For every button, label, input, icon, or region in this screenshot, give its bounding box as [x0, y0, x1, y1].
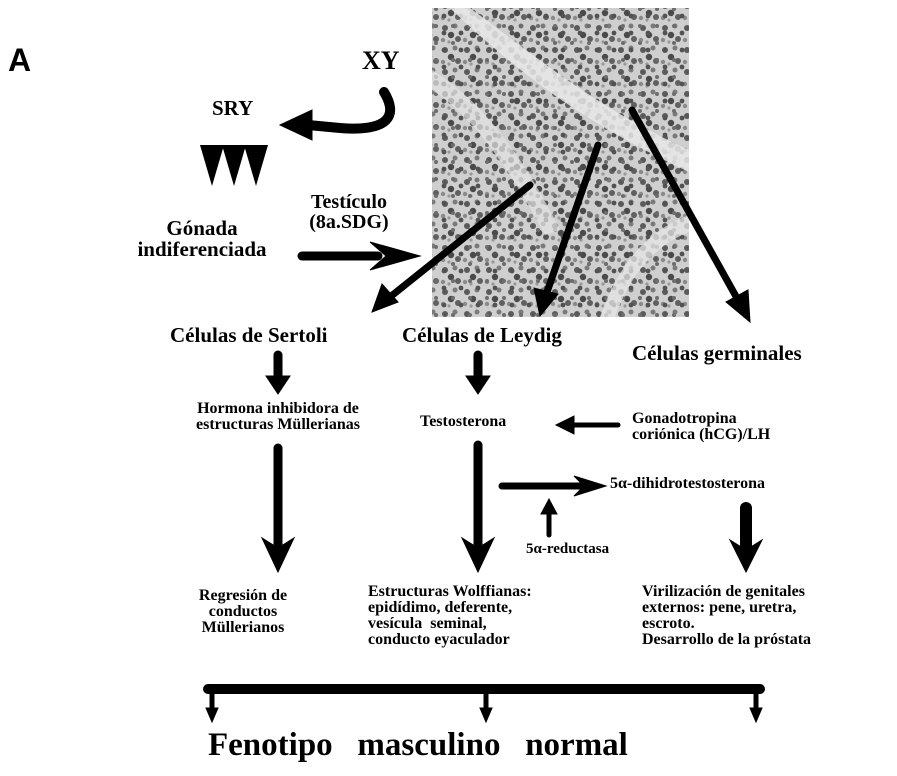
- gonada-label: Gónada indiferenciada: [112, 218, 292, 260]
- testis-histology-image: [432, 8, 689, 317]
- wolffianas-label: Estructuras Wolffianas: epidídimo, defer…: [368, 584, 532, 648]
- testosterona-label: Testosterona: [420, 414, 506, 430]
- hormona-label: Hormona inhibidora de estructuras Müller…: [152, 401, 404, 433]
- sertoli-label: Células de Sertoli: [170, 325, 328, 346]
- reductasa-arrowhead: [541, 499, 557, 514]
- germinales-label: Células germinales: [632, 343, 802, 364]
- sertoli-down-arrowhead: [266, 376, 290, 394]
- leydig-label: Células de Leydig: [402, 325, 562, 346]
- sertoli-arrowhead: [372, 284, 398, 312]
- virilizacion-label: Virilización de genitales externos: pene…: [642, 584, 811, 648]
- sry-triangles-icon: [200, 145, 268, 186]
- reductasa-label: 5α-reductasa: [526, 542, 609, 557]
- gonadotropina-arrowhead: [556, 416, 574, 434]
- leydig-down-arrowhead: [466, 376, 490, 394]
- bracket-left-arrowhead: [206, 708, 218, 722]
- xy-label: XY: [362, 48, 400, 74]
- sry-label: SRY: [212, 98, 253, 119]
- sry-arrowhead: [280, 110, 312, 140]
- bracket-middle-arrowhead: [480, 708, 492, 722]
- panel-label: A: [8, 44, 31, 76]
- regresion-label: Regresión de conductos Müllerianos: [176, 588, 310, 636]
- testiculo-label: Testículo (8a.SDG): [288, 192, 410, 232]
- xy-to-sry-arrow: [308, 92, 390, 129]
- gonadotropina-label: Gonadotropina coriónica (hCG)/LH: [632, 411, 770, 443]
- fenotipo-label: Fenotipo masculino normal: [208, 729, 628, 762]
- dht-label: 5α-dihidrotestosterona: [610, 476, 765, 492]
- bracket-right-arrowhead: [750, 708, 762, 722]
